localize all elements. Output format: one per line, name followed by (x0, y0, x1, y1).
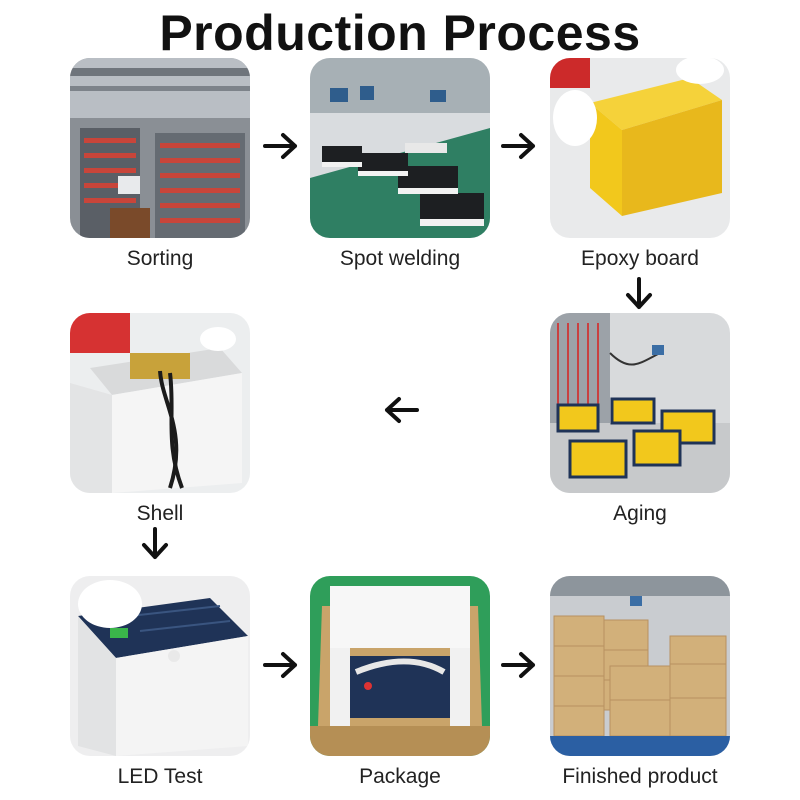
shell-photo (70, 313, 250, 493)
step-label: Package (359, 765, 441, 788)
arrow-down-icon (624, 277, 654, 311)
led-test-photo (70, 576, 250, 756)
step-label: Shell (136, 502, 184, 525)
step-label: LED Test (117, 765, 203, 788)
page-title: Production Process (159, 5, 641, 61)
arrow-right-icon (501, 131, 537, 161)
arrow-right-icon (263, 131, 299, 161)
arrow-down-icon (140, 527, 170, 561)
arrow-left-icon (383, 395, 419, 425)
step-label: Finished product (562, 765, 718, 788)
sorting-photo (70, 58, 250, 238)
step-sorting: Sorting (70, 58, 250, 271)
spot-welding-photo (310, 58, 490, 238)
step-package: Package (310, 576, 490, 789)
step-label: Sorting (126, 247, 194, 270)
step-label: Aging (613, 502, 667, 525)
finished-product-photo (550, 576, 730, 756)
step-shell: Shell (70, 313, 250, 526)
step-aging: Aging (550, 313, 730, 526)
step-epoxy-board: Epoxy board (550, 58, 730, 271)
aging-photo (550, 313, 730, 493)
package-photo (310, 576, 490, 756)
epoxy-board-photo (550, 58, 730, 238)
arrow-right-icon (501, 650, 537, 680)
step-label: Epoxy board (581, 247, 699, 270)
step-label: Spot welding (339, 247, 461, 270)
arrow-right-icon (263, 650, 299, 680)
step-led-test: LED Test (70, 576, 250, 789)
step-finished-product: Finished product (550, 576, 730, 789)
step-spot-welding: Spot welding (310, 58, 490, 271)
